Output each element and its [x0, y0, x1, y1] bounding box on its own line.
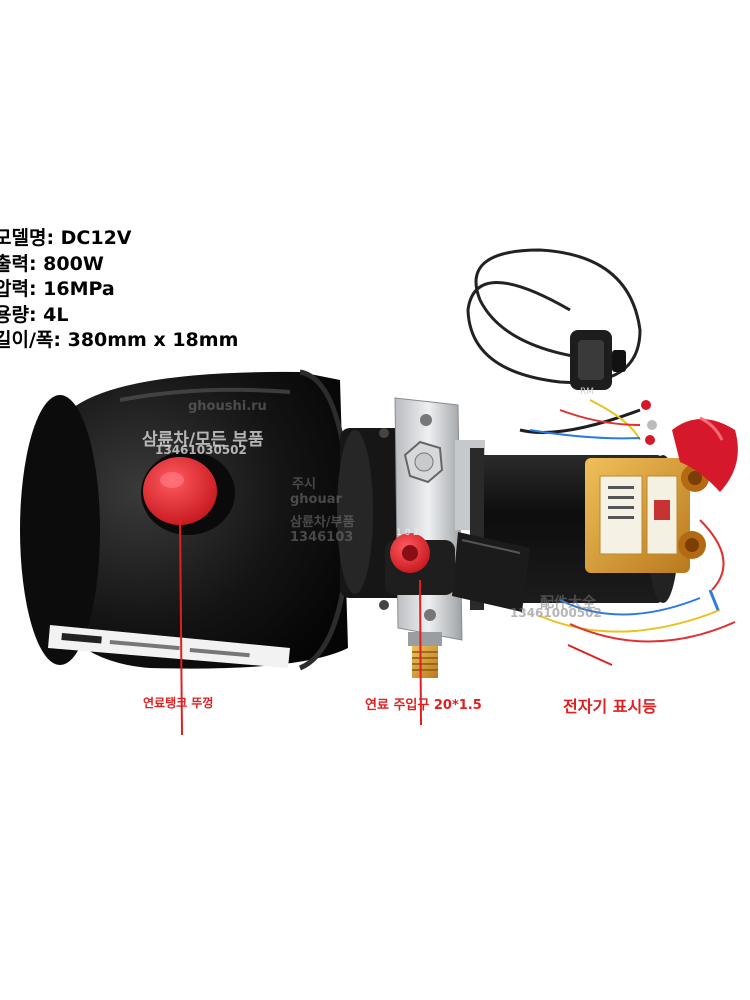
watermark-parts-cn: 配件大全 — [540, 595, 596, 611]
spec-list: 모델명: DC12V 출력: 800W 압력: 16MPa 용량: 4L 길이/… — [0, 226, 238, 354]
tank-cap — [141, 451, 235, 535]
watermark-phone-1: 13461030502 — [155, 443, 247, 457]
watermark-addr: 주시 — [292, 477, 316, 492]
spec-capacity: 용량: 4L — [0, 303, 69, 326]
svg-text:1 0 2: 1 0 2 — [396, 528, 419, 538]
spec-pressure: 압력: 16MPa — [0, 278, 115, 300]
callout-fuel-inlet: 연료 주입구 20*1.5 — [365, 698, 482, 713]
remote-switch: RM — [570, 330, 626, 397]
callout-solenoid-indicator: 전자기 표시등 — [563, 697, 657, 716]
watermark-brand: ghoushi.ru — [188, 399, 267, 414]
wiring-harness — [519, 408, 736, 643]
watermark-phone-2: 1346103 — [290, 530, 354, 545]
svg-text:RM: RM — [580, 387, 594, 397]
watermark-parts: 삼륜차/부품 — [290, 515, 355, 530]
ring-terminals — [641, 400, 657, 445]
fuel-inlet-fitting — [408, 632, 442, 678]
tank-label-sticker — [48, 625, 290, 668]
watermark-domain: ghouar — [290, 492, 342, 507]
watermark-phone-3: 13461000502 — [510, 606, 602, 620]
spec-dimensions: 길이/폭: 380mm x 18mm — [0, 329, 239, 351]
spec-model: 모델명: DC12V — [0, 227, 132, 249]
remote-control-cable — [466, 248, 642, 441]
watermark-main: 삼륜차/모든 부품 — [142, 430, 264, 450]
solenoid-valve: 1 0 2 — [385, 528, 530, 612]
spec-output: 출력: 800W — [0, 252, 104, 275]
callout-lines — [179, 519, 613, 736]
motor-relay — [585, 416, 738, 573]
callout-tank-cap: 연료탱크 뚜껑 — [143, 696, 214, 710]
